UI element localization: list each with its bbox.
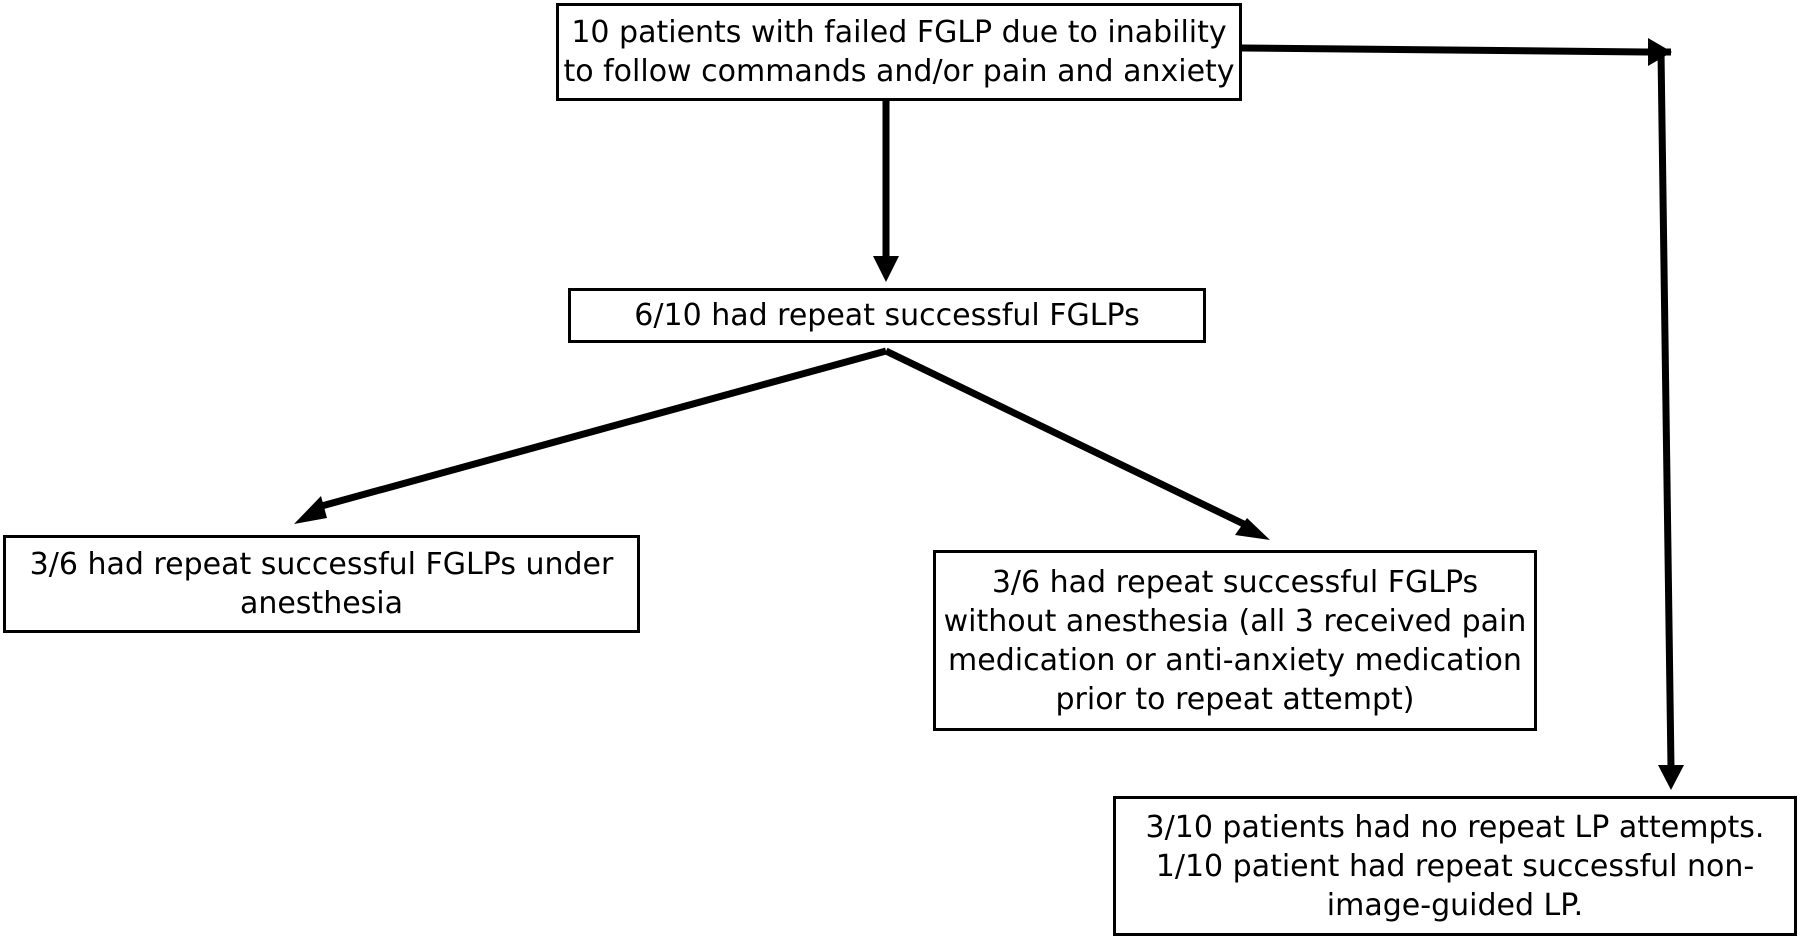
arrowhead-down-bottom-right [1658, 765, 1684, 790]
node-initial: 10 patients with failed FGLP due to inab… [556, 3, 1242, 101]
arrow-repeat-success-to-under-anesthesia [317, 347, 887, 511]
node-no-repeat-text: 3/10 patients had no repeat LP attempts.… [1145, 809, 1765, 923]
node-without-anesthesia: 3/6 had repeat successful FGLPs without … [933, 550, 1537, 731]
arrowhead-down-right [1235, 518, 1270, 540]
node-under-anesthesia-text: 3/6 had repeat successful FGLPs under an… [29, 547, 614, 621]
arrow-repeat-success-to-without-anesthesia [884, 347, 1254, 532]
node-repeat-success-text: 6/10 had repeat successful FGLPs [634, 298, 1140, 333]
node-no-repeat: 3/10 patients had no repeat LP attempts.… [1113, 796, 1797, 936]
arrowhead-down-center [873, 256, 899, 282]
node-without-anesthesia-text: 3/6 had repeat successful FGLPs without … [943, 564, 1527, 717]
node-initial-text: 10 patients with failed FGLP due to inab… [563, 15, 1235, 89]
arrowhead-down-left [294, 496, 327, 524]
node-repeat-success: 6/10 had repeat successful FGLPs [568, 288, 1206, 343]
node-under-anesthesia: 3/6 had repeat successful FGLPs under an… [3, 535, 640, 633]
arrowhead-right-top [1648, 38, 1672, 66]
arrow-no-repeat-vertical [1657, 51, 1675, 769]
arrow-initial-to-no-repeat [1241, 44, 1671, 56]
